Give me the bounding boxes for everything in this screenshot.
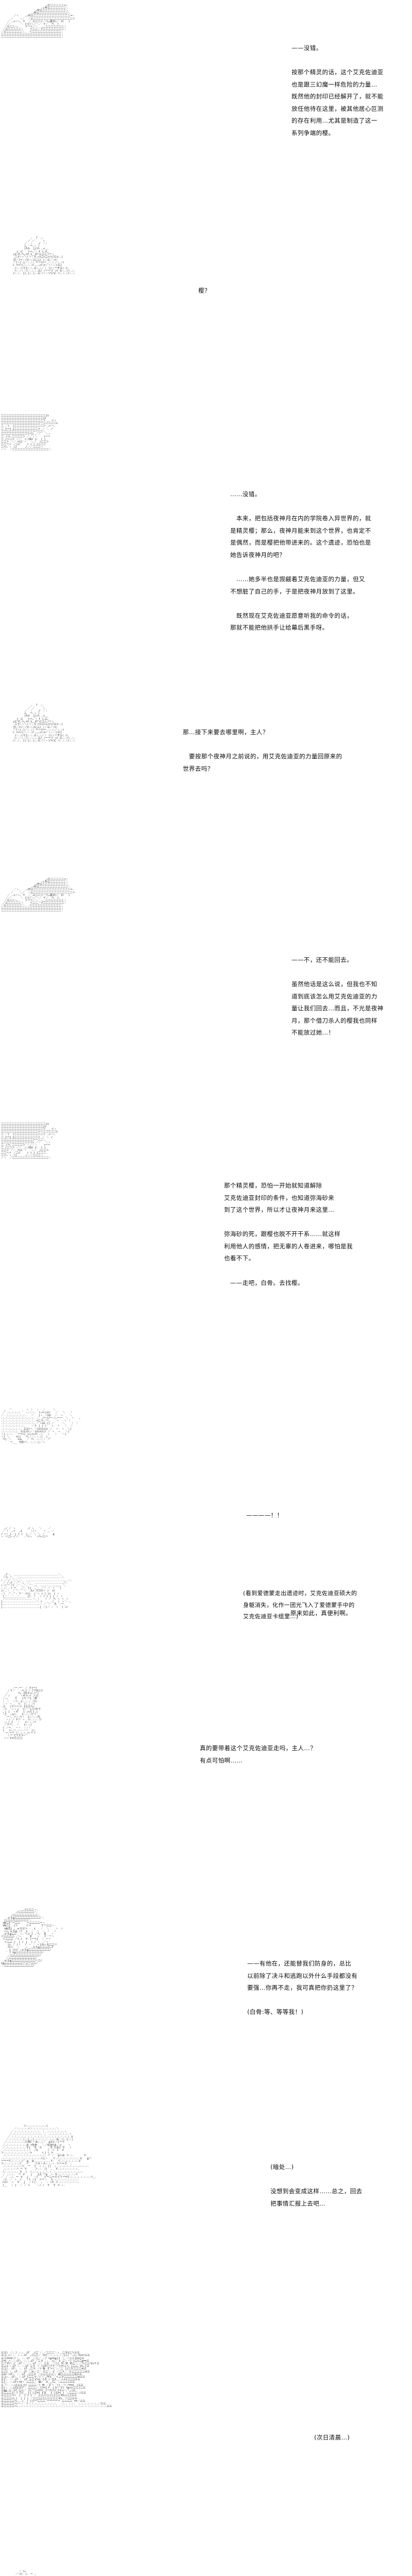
panel-6-dialogue: 那个精灵樱，恐怕一开始就知道解除 艾克佐迪亚封印的条件，也知道弥海砂来 到了这个… (224, 1182, 353, 1286)
panel-5-dialogue: ——不，还不能回去。 虽然他话是这么说，但我也不知 道到底该怎么用艾克佐迪亚的力… (291, 956, 384, 1037)
exodia-giant-aa-art: ,ｨ仁二ニニニニ＝- _,ィ升三二二二ニニニ＼ ,ｨ升三二二二ニニニニニニ＼ ,… (1, 4, 75, 39)
panel-9-dialogue: 真的要带着这个艾克佐迪亚走吗，主人…？ 有点可怕啊…… (200, 1744, 317, 1764)
panel-2-dialogue: 樱？ (198, 287, 211, 294)
hidden-observer-aa-art: ＞:.:.:.:.:.:.＜ ／.:.:.:.ｒ:.:.:.:.:.:.:.:.… (1, 2125, 96, 2187)
skeleton-white-bone-aa-art: ｜ー-ー' ／ Ｙﾄーｲ ｜Ｙ／ ヘ､[ ﾉ ｺﾞ7ヌ[ﾉ] ／ ヘ､ ﾊ口ｔｪ… (3, 1687, 43, 1740)
panel-10-dialogue: ——有他在，还能替我们防身的，总比 以前除了决斗和逃跑以外什么手段都没有 要强…… (247, 1960, 358, 2016)
panel-8-dialogue: ……原来如此，真便利啊。 (278, 1609, 352, 1617)
exodia-arm-aa-art: 二二二二二二二二二二二二二二二二二ji 二二二二二二二二二二二二二二二二ji 二… (1, 414, 58, 452)
sakura-girl-aa-art-2: , ｱ -、 ／ ／ ｀ヽ ／ ｜ ノ ｜｜ ﾚ､｀ー､ヽ ｝ 〈f小 [//ﾊ… (13, 704, 76, 743)
panel-3-dialogue: ……没错。 本来，把包括夜神月在内的学院卷入异世界的，就 是精灵樱；那么，夜神月… (230, 490, 371, 632)
edmond-dantes-aa-art: ,ﾉ ／ ヽ ,ｲ ヽ ＼ ／ ／ ﾉ ,ｒ ,i ｜ﾉヽ ヽ ＿ ／ / ﾉヽ… (1, 1527, 55, 1538)
exodia-giant-aa-art-2: ,ｨ仁二ニニニニ＝- _,ィ升三二二二ニニニ＼ ,ｨ升三二二二ニニニニニニ＼ ,… (1, 878, 75, 913)
exodia-arm-aa-art-2: 二二二二二二二二二二二二二二二二二ji 二二二二二二二二二二二二二二二二ji 二… (1, 1123, 58, 1160)
sakura-girl-aa-art: , ｱ -、 ／ ／ ｀ヽ ／ ｜ ノ ｜｜ ﾚ､｀ー､ヽ ｝ 〈f小 [//ﾊ… (13, 236, 76, 276)
edmond-walking-away-aa-art: ＿,ｲ二二ニヽ､ ,ｲ二二二二二ニ＼ ,ｲ二二二二二二二二ニ＼ .ｏＳ≦二二二二… (1, 1908, 63, 1968)
panel-12-dialogue: (次日清晨…) (314, 2434, 350, 2441)
panel-7-dialogue: ————！！ (246, 1512, 283, 1519)
edmond-portrait-aa: ,ﾂﾞ-_ ............................＼ ヽヘ ,… (1, 1573, 72, 1609)
elf-sakura-aa-art: ／ ﾂｧ ／:ﾘﾌ ﾄ- ー 、 ,ｲ ｰ ｰｲ .ﾄ ﾍ ,ﾄ ／ ,ｧ| 二… (14, 2570, 39, 2576)
ruins-exterior-aa-art: 三三| ／:.ﾌ :.:. ﾑ7 ,ｲ二ﾞ／､／二二ニ＼ヽ＿二マﾑ二＞三三 三ﾆ… (1, 2351, 112, 2409)
exodia-vanishing-aa-art: , '` 、 丶 ｜ ｜ ／ ＼ ／ .:.:.:.:. -.:.:. ﾄｰ＝二… (1, 1409, 81, 1444)
panel-1-dialogue: ——没错。 按那个精灵的话，这个艾克佐迪亚 也是跟三幻魔一样危险的力量… 既然他… (291, 44, 384, 137)
panel-4-dialogue: 那…接下来要去哪里啊，主人？ 要按那个夜神月之前说的，用艾克佐迪亚的力量回原来的… (183, 728, 342, 772)
panel-7-narration: (看到爱德蒙走出遗迹时，艾克佐迪亚硕大的 身躯消失，化作一团光飞入了爱德蒙手中的… (243, 1590, 357, 1620)
panel-11-dialogue: (暗处…) 没想到会变成这样……总之，回去 把事情汇报上去吧… (270, 2163, 363, 2207)
